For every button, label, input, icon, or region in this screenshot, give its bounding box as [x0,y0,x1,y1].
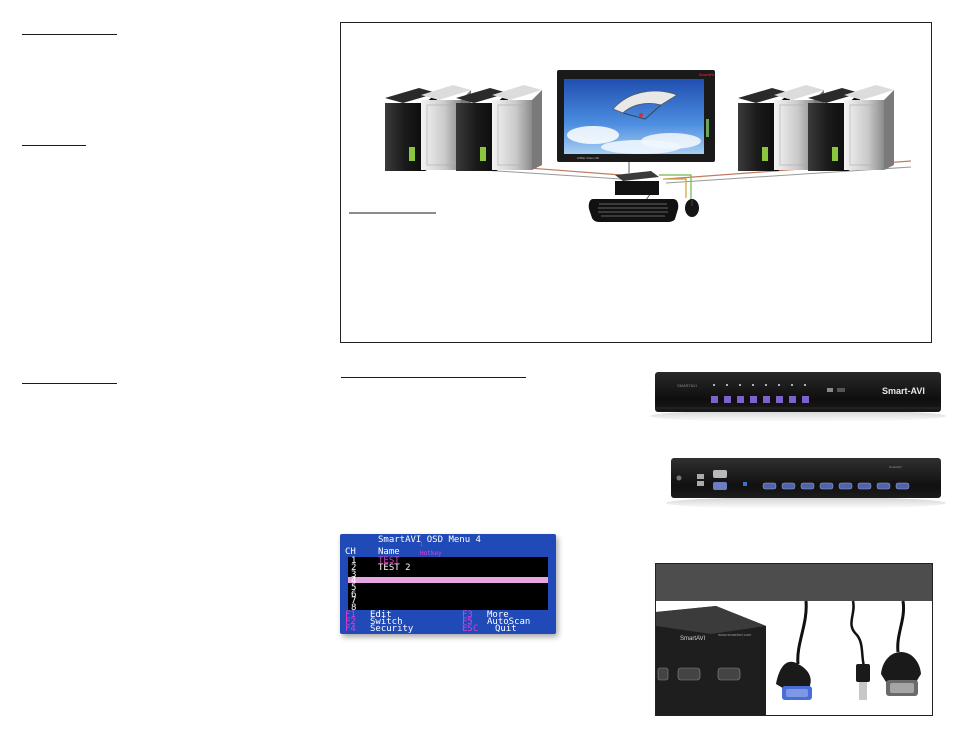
osd-key-more: More [487,610,509,620]
osd-channel-8: 8 [351,603,357,613]
back-brand: SmartAVI [889,465,902,469]
osd-key-f4: F4 [345,624,356,634]
channel-led [752,384,754,386]
osd-name-1: TEST [378,556,400,566]
osd-name-2: TEST 2 [378,563,411,573]
osd-channel-7: 7 [351,596,357,606]
cable-photo: SmartAVI www.smartavi.com [656,600,921,715]
connection-diagram: SmartAVI 1080p Video HD [340,22,932,343]
channel-button [802,396,809,403]
channel-button [737,396,744,403]
osd-key-security: Security [370,624,414,634]
computer-tower-silver [492,85,542,170]
channel-led [804,384,806,386]
back-panel-graphic: SmartAVI [676,465,910,490]
cable-box-header [656,564,932,601]
switch-front-photo: SMARTAVI Smart-AVI [655,372,941,412]
channel-button [750,396,757,403]
channel-button [776,396,783,403]
osd-menu-screenshot: SmartAVI OSD Menu 4 1 CH Name Hotkey 1 2… [340,534,556,634]
back-vga-ports [762,482,910,490]
cable-unit-url: www.smartavi.com [718,632,752,637]
heading-rule-4 [341,377,526,378]
osd-header-hotkey: Hotkey [420,550,442,557]
front-small-control [827,388,833,392]
osd-selected-row [348,577,548,583]
switch-back-photo: SmartAVI [671,458,941,498]
osd-key-f5: F5 [462,617,473,627]
channel-led [791,384,793,386]
vga-port [762,482,777,490]
vga-port [895,482,910,490]
channel-button [763,396,770,403]
osd-channel-3: 3 [351,570,357,580]
back-unit-shadow [666,497,946,509]
osd-channel-4: 4 [351,576,357,586]
osd-list-background [348,557,548,610]
front-leds [713,384,806,386]
monitor-caption: 1080p Video HD [577,156,600,160]
channel-button [724,396,731,403]
vga-port [838,482,853,490]
monitor: SmartAVI 1080p Video HD [557,70,715,162]
osd-key-f3: F3 [462,610,473,620]
vga-port [800,482,815,490]
channel-button [711,396,718,403]
vga-port [819,482,834,490]
front-channel-buttons [711,396,809,403]
osd-channel-5: 5 [351,583,357,593]
osd-key-edit: Edit [370,610,392,620]
vga-port [857,482,872,490]
channel-led [726,384,728,386]
vga-port [876,482,891,490]
front-logo: Smart-AVI [882,386,925,396]
osd-key-switch: Switch [370,617,403,627]
front-panel-graphic: SMARTAVI Smart-AVI [655,383,941,409]
front-small-control [837,388,845,392]
osd-key-f1: F1 [345,610,356,620]
vga-port [781,482,796,490]
osd-channel-2: 2 [351,563,357,573]
osd-header-ch: CH [345,547,356,557]
cable-unit-brand: SmartAVI [680,636,706,642]
mouse [685,199,699,217]
osd-channel-6: 6 [351,590,357,600]
osd-key-autoscan: AutoScan [487,617,531,627]
kvm-switch [615,171,659,195]
channel-led [765,384,767,386]
cable-photo-box: SmartAVI www.smartavi.com [655,563,933,716]
keyboard [588,199,679,222]
heading-rule-2 [22,145,86,146]
osd-key-quit: Quit [495,624,517,634]
osd-header-name: Name [378,547,400,557]
front-small-label: SMARTAVI [677,383,697,388]
heading-rule-3 [22,383,117,384]
osd-key-f2: F2 [345,617,356,627]
monitor-brand: SmartAVI [699,73,715,77]
osd-title: SmartAVI OSD Menu 4 [378,535,481,545]
channel-led [778,384,780,386]
diagram-illustration: SmartAVI 1080p Video HD [349,70,912,222]
heading-rule-1 [22,34,117,35]
channel-led [739,384,741,386]
channel-led [713,384,715,386]
channel-button [789,396,796,403]
osd-hotkey-mark: 1 [420,542,424,548]
osd-channel-1: 1 [351,556,357,566]
computer-tower-silver [844,85,894,170]
front-unit-shadow [650,410,946,422]
osd-key-esc: ESC [462,624,479,634]
